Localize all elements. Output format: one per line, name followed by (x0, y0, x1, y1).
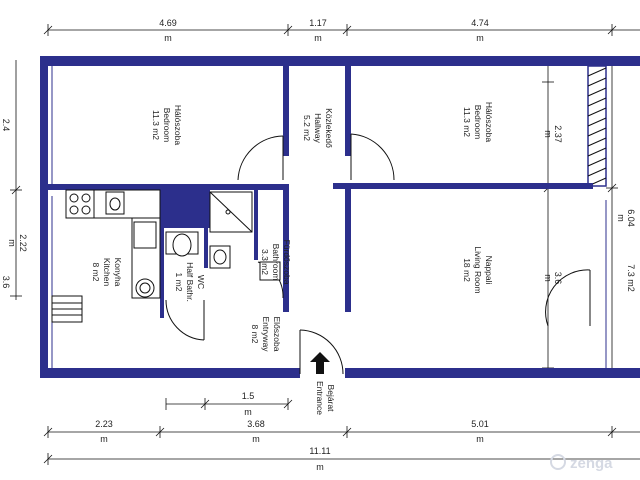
partial-dim-unit: m (244, 407, 252, 417)
room-hallway-hu: Közlekedő (324, 108, 334, 148)
top-dim-2-unit: m (314, 33, 322, 43)
room-wc-en: Half Bathr. (185, 262, 195, 302)
watermark-logo: zenga (550, 454, 613, 472)
bottom-dim-total: 11.11 (309, 446, 330, 456)
stove-icon (65, 189, 95, 219)
right-dim-bedroom: 2.37 (553, 125, 563, 143)
room-living-hu: Nappali (484, 256, 494, 285)
room-bedroom-left-en: Bedroom (162, 108, 172, 143)
bottom-dim-1: 2.23 (95, 419, 113, 429)
room-entryway-hu: Előszoba (272, 317, 282, 352)
left-dim-1: 2.4 (1, 119, 11, 132)
left-dim-2-unit: m (7, 239, 17, 247)
room-living-area: 18 m2 (462, 258, 472, 282)
bottom-dim-3: 5.01 (471, 419, 489, 429)
partial-dim: 1.5 (242, 391, 255, 401)
bottom-dim-1-unit: m (100, 434, 108, 444)
bottom-dim-2-unit: m (252, 434, 260, 444)
room-hallway-en: Hallway (313, 113, 323, 144)
toilet-icon (172, 233, 192, 257)
top-dim-3-unit: m (476, 33, 484, 43)
right-dim-overall-unit: m (616, 214, 626, 222)
room-bedroom-left-hu: Hálószoba (173, 105, 183, 145)
room-kitchen-en: Kitchen (102, 258, 112, 287)
entrance-arrow-icon (310, 352, 330, 374)
right-dim-living-area: 7.3 m2 (626, 264, 636, 292)
top-dim-1-unit: m (164, 33, 172, 43)
room-entryway-en: Entryway (261, 317, 271, 353)
top-dim-1: 4.69 (159, 18, 177, 28)
room-bathroom-en: Bathroom (271, 244, 281, 281)
left-dim-3: 3.6 (1, 276, 11, 289)
interior-walls (40, 66, 593, 318)
balcony-hatch (587, 65, 607, 187)
room-bedroom-right-hu: Hálószoba (484, 102, 494, 142)
room-kitchen-hu: Konyha (113, 258, 123, 287)
right-dim-overall: 6.04 (626, 209, 636, 227)
room-hallway-area: 5.2 m2 (302, 115, 312, 141)
kitchen-fixtures (51, 189, 161, 323)
room-wc-area: 1 m2 (174, 273, 184, 292)
left-dim-2: 2.22 (18, 234, 28, 252)
entrance-label-en: Entrance (315, 381, 325, 415)
washbasin-icon (213, 249, 227, 265)
room-bathroom-area: 3.3 m2 (260, 249, 270, 275)
room-wc-hu: WC (196, 275, 206, 289)
sink-icon (133, 221, 157, 249)
right-dim-living: 3.6 (553, 272, 563, 285)
bathroom-fixtures (165, 191, 281, 281)
right-dim-living-unit: m (543, 274, 553, 282)
room-labels: Hálószoba Bedroom 11.3 m2 Közlekedő Hall… (91, 102, 494, 352)
bottom-dim-total-unit: m (316, 462, 324, 472)
exterior-walls (40, 56, 640, 378)
bottom-dimension-lines (43, 426, 640, 465)
top-dimension-line (43, 24, 640, 36)
room-bedroom-left-area: 11.3 m2 (151, 110, 161, 140)
right-dim-bedroom-unit: m (543, 130, 553, 138)
room-kitchen-area: 8 m2 (91, 263, 101, 282)
room-living-en: Living Room (473, 246, 483, 293)
bottom-dim-2: 3.68 (247, 419, 265, 429)
room-bathroom-hu: Fürdőszoba (282, 240, 292, 285)
left-dimension-line (10, 60, 22, 300)
partial-dimension-line (165, 398, 293, 410)
top-dim-2: 1.17 (309, 18, 327, 28)
room-bedroom-right-area: 11.3 m2 (462, 107, 472, 137)
top-dim-3: 4.74 (471, 18, 489, 28)
watermark-text: zenga (570, 455, 613, 472)
windows (51, 66, 607, 368)
room-bedroom-right-en: Bedroom (473, 105, 483, 140)
entrance-label-hu: Bejárat (326, 385, 336, 413)
bottom-dim-3-unit: m (476, 434, 484, 444)
room-entryway-area: 8 m2 (250, 325, 260, 344)
